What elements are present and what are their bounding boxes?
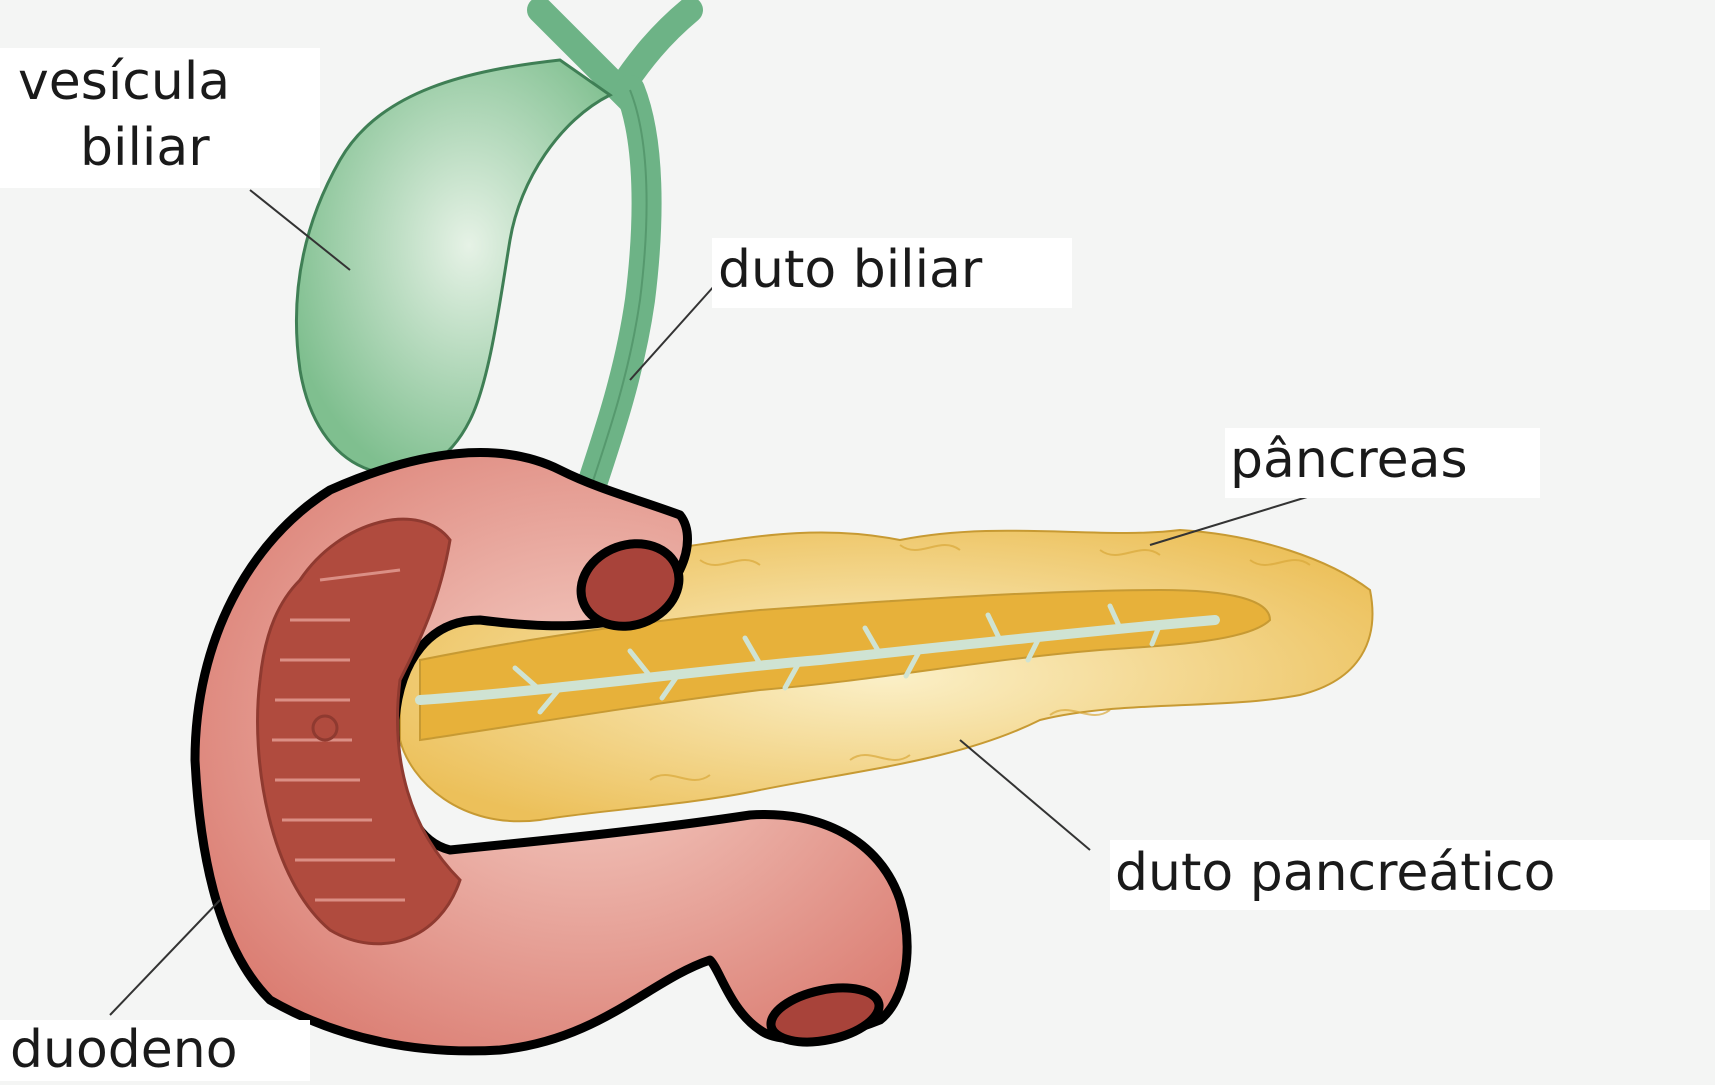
- gallbladder: [296, 60, 610, 473]
- label-bile-duct: duto biliar: [718, 240, 982, 300]
- label-gallbladder-line2: biliar: [80, 118, 210, 178]
- label-gallbladder-line1: vesícula: [18, 52, 230, 112]
- label-duodenum: duodeno: [10, 1020, 238, 1080]
- label-pancreas: pâncreas: [1230, 430, 1468, 490]
- label-pancreatic-duct: duto pancreático: [1115, 843, 1555, 903]
